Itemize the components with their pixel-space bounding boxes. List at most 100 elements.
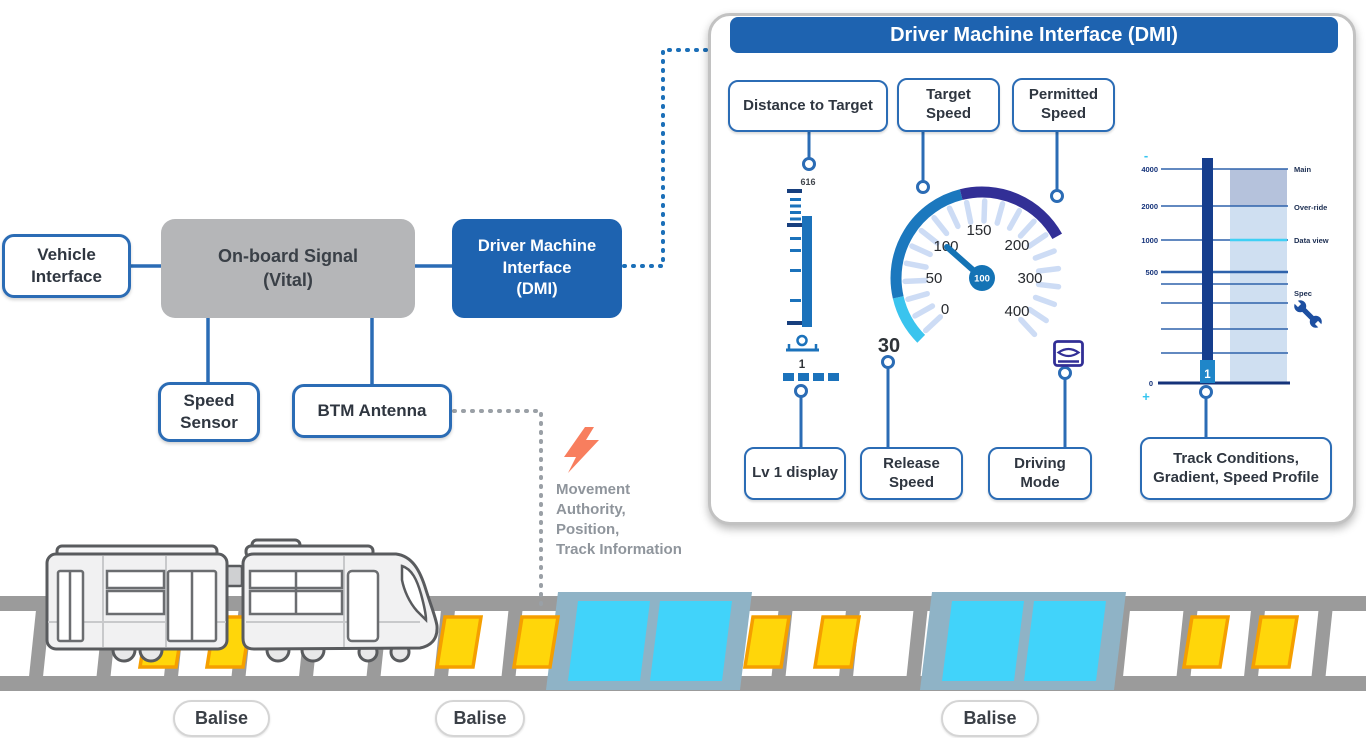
planning-scale-label: 500 (1145, 268, 1158, 277)
callout-lv1-display: Lv 1 display (744, 447, 846, 500)
btm-antenna-label: BTM Antenna (317, 400, 427, 420)
connector-dot (881, 355, 895, 369)
speed-sensor-label: Sensor (180, 413, 238, 432)
balise-icon (742, 615, 792, 669)
train-door (346, 569, 380, 643)
callout-text: Driving (1014, 454, 1066, 472)
callout-text: Distance to Target (743, 96, 873, 114)
current-speed-value: 100 (974, 274, 990, 285)
btm-dashed-connector (452, 409, 543, 610)
callout-text: Mode (1020, 473, 1060, 491)
speed-sensor-box: Speed Sensor (158, 382, 260, 442)
train-window (105, 589, 166, 616)
dmi-dashed-connector (622, 48, 708, 268)
connector-dot (794, 384, 808, 398)
gauge-scale-label: 300 (1017, 270, 1042, 287)
planning-level-value: 1 (1204, 369, 1211, 381)
dmi-box: Driver Machine Interface (DMI) (452, 219, 622, 318)
callout-distance-to-target: Distance to Target (728, 80, 888, 132)
balise-label: Balise (435, 700, 525, 737)
balise-icon (434, 615, 484, 669)
onboard-signal-box: On-board Signal (Vital) (161, 219, 415, 318)
balise-label-text: Balise (453, 708, 507, 728)
callout-text: Target (926, 86, 971, 104)
onboard-signal-label: On-board Signal (217, 246, 358, 267)
loop-section (546, 592, 752, 690)
speed-sensor-label: Speed (183, 390, 235, 410)
planning-scale-label: 0 (1149, 379, 1153, 388)
callout-text: Permitted (1028, 86, 1099, 104)
dmi-box-label: Interface (502, 258, 572, 277)
driving-mode-icon (1053, 340, 1084, 367)
level-crossing-icon (786, 334, 819, 352)
balise-label: Balise (941, 700, 1039, 737)
connector-dot (916, 180, 930, 194)
planning-scale-label: 2000 (1141, 202, 1158, 211)
menu-item-main[interactable]: Main (1294, 165, 1312, 174)
planning-speed-band-upper (1230, 169, 1287, 206)
message-line: Movement (556, 481, 631, 498)
connector-dot (1058, 366, 1072, 380)
speed-gauge: 0 50 100 150 200 300 400 100 30 (878, 186, 1084, 367)
vehicle-interface-box: Vehicle Interface (2, 234, 131, 298)
menu-item-override[interactable]: Over-ride (1294, 203, 1327, 212)
planning-zoom-in[interactable]: + (1142, 389, 1150, 404)
loop-section (920, 592, 1126, 690)
distance-to-target-indicator: 616 1 (783, 177, 839, 381)
balise-label: Balise (173, 700, 270, 737)
balise-icon (812, 615, 862, 669)
train-illustration (45, 538, 439, 663)
callout-track-conditions: Track Conditions, Gradient, Speed Profil… (1140, 437, 1332, 500)
dashed-marks (783, 373, 839, 381)
gauge-scale-label: 50 (926, 270, 943, 287)
connector-dot (1050, 189, 1064, 203)
level-value: 1 (799, 359, 806, 371)
callout-text: Track Conditions, (1173, 449, 1299, 467)
gauge-scale-label: 400 (1004, 303, 1029, 320)
balise-icon (1250, 615, 1300, 669)
balise-label-text: Balise (963, 708, 1017, 728)
planning-zoom-out[interactable]: - (1144, 148, 1148, 163)
dmi-panel: Driver Machine Interface (DMI) 616 (708, 13, 1356, 525)
callout-text: Lv 1 display (752, 464, 838, 482)
connector-dot (802, 157, 816, 171)
diagram-connectors (131, 264, 452, 384)
settings-wrench-icon[interactable] (1290, 296, 1325, 331)
gauge-scale-label: 0 (941, 301, 949, 318)
message-line: Position, (556, 521, 620, 538)
callout-text: Speed (925, 105, 971, 122)
balise-icon (511, 615, 561, 669)
menu-item-spec[interactable]: Spec (1294, 289, 1312, 298)
message-line: Authority, (556, 501, 626, 518)
callout-text: Speed (888, 473, 934, 491)
btm-antenna-box: BTM Antenna (292, 384, 452, 438)
planning-scale-label: 1000 (1141, 236, 1158, 245)
balise-icon (1181, 615, 1231, 669)
message-line: Track Information (556, 541, 682, 558)
callout-text: Release (883, 454, 940, 472)
train-window (105, 569, 166, 590)
callout-dots (794, 157, 1213, 399)
planning-scale-label: 4000 (1141, 165, 1158, 174)
onboard-signal-label: (Vital) (263, 269, 313, 290)
vehicle-interface-label: Vehicle (37, 244, 96, 264)
train-windshield (400, 564, 428, 624)
callout-text: Speed (1040, 105, 1086, 122)
distance-value: 616 (800, 177, 815, 187)
callout-target-speed: Target Speed (897, 78, 1000, 132)
callout-driving-mode: Driving Mode (988, 447, 1092, 500)
movement-authority-message: Movement Authority, Position, Track Info… (556, 480, 682, 560)
callout-connectors (799, 132, 1208, 447)
gauge-arc-normal (890, 189, 963, 299)
gauge-scale-label: 200 (1004, 237, 1029, 254)
release-speed-value: 30 (878, 335, 900, 357)
menu-item-data-view[interactable]: Data view (1294, 236, 1329, 245)
gauge-hub (969, 265, 995, 291)
callout-text: Gradient, Speed Profile (1153, 468, 1319, 486)
planning-distance-bar (1202, 158, 1213, 360)
dmi-graphics: 616 1 (783, 132, 1329, 447)
lightning-icon (564, 427, 599, 473)
gauge-scale-label: 150 (966, 222, 991, 239)
gauge-arc-overspeed (959, 186, 1063, 240)
